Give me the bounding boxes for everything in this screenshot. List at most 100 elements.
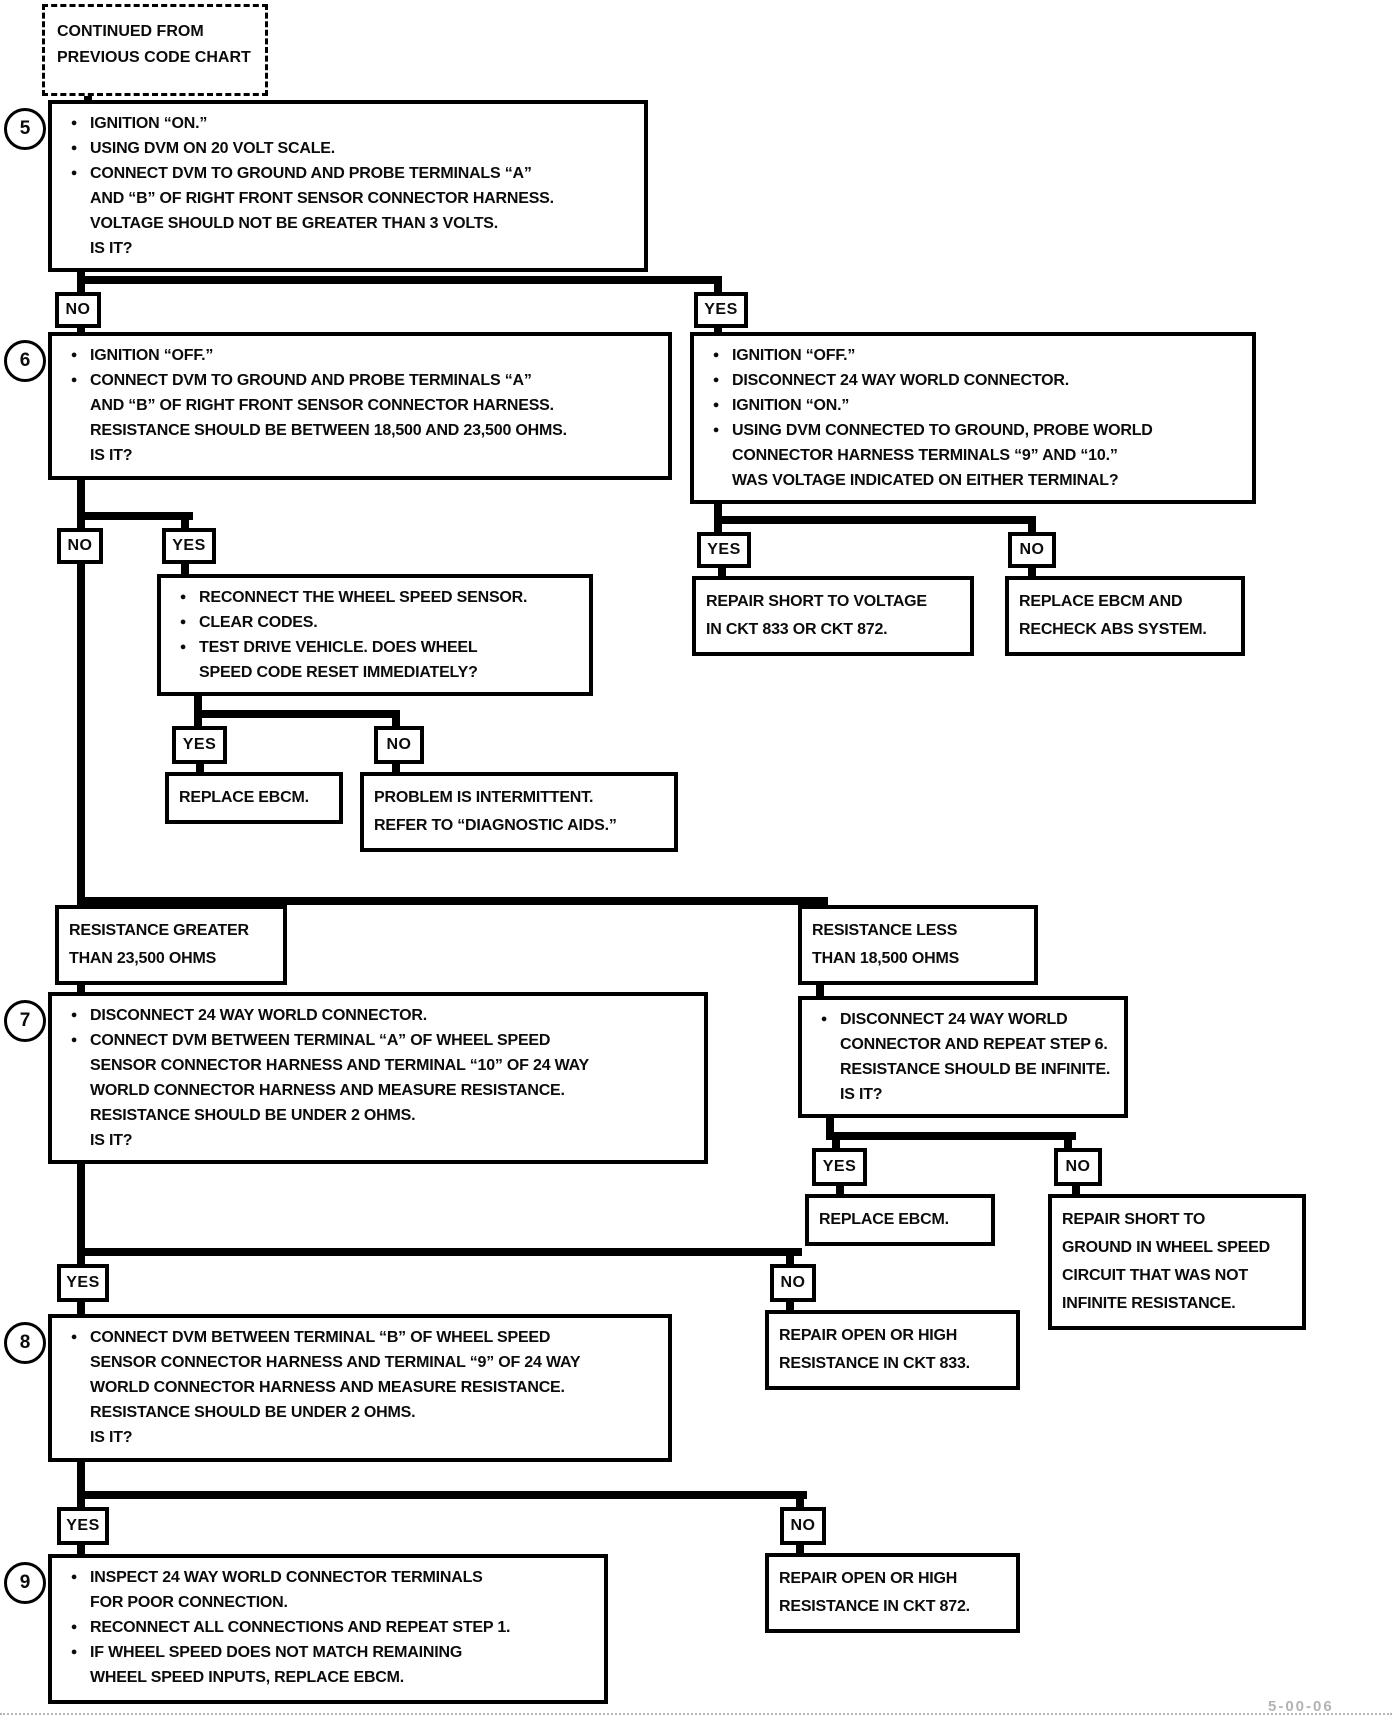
connector-line: [77, 480, 85, 520]
text-line: INFINITE RESISTANCE.: [1062, 1295, 1236, 1312]
repair-ckt872-box: REPAIR OPEN OR HIGH RESISTANCE IN CKT 87…: [765, 1553, 1020, 1633]
bullet-spacer: [808, 1057, 840, 1082]
no-label: NO: [790, 1517, 816, 1534]
step-9-box: ●INSPECT 24 WAY WORLD CONNECTOR TERMINAL…: [48, 1554, 608, 1704]
connector-line: [77, 328, 85, 332]
yes-branch-tag-reconnect: YES: [172, 726, 227, 764]
text-line: IN CKT 833 OR CKT 872.: [706, 621, 888, 638]
bullet-icon: ●: [70, 1331, 78, 1343]
bullet-icon: ●: [70, 167, 78, 179]
text-line: THAN 18,500 OHMS: [812, 950, 960, 967]
step-number-label: 9: [19, 1572, 31, 1593]
connector-line: [1072, 1186, 1080, 1194]
yes-label: YES: [707, 541, 741, 558]
connector-line: [77, 272, 85, 278]
text-line: RESISTANCE SHOULD BE UNDER 2 OHMS.: [90, 1107, 416, 1124]
text-line: AND “B” OF RIGHT FRONT SENSOR CONNECTOR …: [90, 397, 554, 414]
connector-line: [181, 520, 189, 528]
connector-line: [714, 516, 1036, 524]
text-line: RESISTANCE SHOULD BE INFINITE.: [840, 1061, 1111, 1078]
text-line: WHEEL SPEED INPUTS, REPLACE EBCM.: [90, 1669, 405, 1686]
bullet-icon: ●: [70, 1646, 78, 1658]
text-line: IGNITION “ON.”: [732, 397, 850, 414]
bullet-icon: ●: [70, 142, 78, 154]
connector-line: [832, 1140, 840, 1148]
text-line: RECHECK ABS SYSTEM.: [1019, 621, 1207, 638]
connector-line: [816, 985, 824, 996]
resistance-greater-box: RESISTANCE GREATER THAN 23,500 OHMS: [55, 905, 287, 985]
continued-from-box: CONTINUED FROM PREVIOUS CODE CHART: [42, 4, 268, 96]
text-line: RESISTANCE GREATER: [69, 922, 249, 939]
bullet-icon: ●: [70, 374, 78, 386]
text-line: REPLACE EBCM.: [179, 789, 309, 806]
no-label: NO: [780, 1274, 806, 1291]
connector-line: [714, 504, 722, 516]
text-line: GROUND IN WHEEL SPEED: [1062, 1239, 1270, 1256]
connector-line: [1064, 1140, 1072, 1148]
bullet-spacer: [58, 1103, 90, 1128]
bullet-icon: ●: [70, 1034, 78, 1046]
connector-line: [77, 1499, 85, 1507]
text-line: IS IT?: [90, 447, 133, 464]
text-line: CLEAR CODES.: [199, 614, 318, 631]
no-branch-tag-step8: NO: [780, 1507, 826, 1545]
bullet-spacer: [58, 1400, 90, 1425]
connector-line: [796, 1499, 804, 1507]
text-line: CIRCUIT THAT WAS NOT: [1062, 1267, 1248, 1284]
step-6-number: 6: [4, 340, 46, 382]
text-line: REPLACE EBCM AND: [1019, 593, 1183, 610]
no-label: NO: [386, 736, 412, 753]
no-label: NO: [1065, 1158, 1091, 1175]
connector-line: [826, 1132, 1076, 1140]
no-branch-tag-step6: NO: [57, 528, 103, 564]
connector-line: [181, 564, 189, 574]
text-line: CONNECTOR AND REPEAT STEP 6.: [840, 1036, 1108, 1053]
connector-line: [796, 1545, 804, 1553]
no-branch-tag-step7: NO: [770, 1264, 816, 1302]
text-line: RESISTANCE LESS: [812, 922, 958, 939]
connector-line: [786, 1256, 794, 1264]
bullet-spacer: [808, 1032, 840, 1057]
bullet-icon: ●: [70, 1571, 78, 1583]
no-label: NO: [65, 301, 91, 318]
resistance-less-box: RESISTANCE LESS THAN 18,500 OHMS: [798, 905, 1038, 985]
step-9-number: 9: [4, 1562, 46, 1604]
connector-line: [77, 1256, 85, 1264]
bullet-spacer: [58, 1078, 90, 1103]
text-line: IS IT?: [840, 1086, 883, 1103]
connector-line: [77, 284, 85, 292]
step-number-label: 8: [19, 1332, 31, 1353]
connector-line: [77, 985, 85, 992]
step-number-label: 6: [19, 350, 31, 371]
no-branch-tag-reconnect: NO: [374, 726, 424, 764]
bullet-icon: ●: [70, 349, 78, 361]
text-line: REPAIR OPEN OR HIGH: [779, 1327, 958, 1344]
bullet-spacer: [58, 1665, 90, 1690]
bullet-icon: ●: [712, 424, 720, 436]
text-line: WAS VOLTAGE INDICATED ON EITHER TERMINAL…: [732, 472, 1119, 489]
connector-line: [77, 1545, 85, 1554]
page-footer: 5-00-06: [1268, 1698, 1334, 1715]
connector-line: [1028, 524, 1036, 532]
bullet-icon: ●: [712, 349, 720, 361]
connector-line: [77, 276, 722, 284]
bullet-icon: ●: [70, 1009, 78, 1021]
page-edge-dots: [0, 1713, 1392, 1715]
repair-ckt833-box: REPAIR OPEN OR HIGH RESISTANCE IN CKT 83…: [765, 1310, 1020, 1390]
connector-line: [194, 710, 400, 718]
connector-line: [826, 1118, 834, 1140]
bullet-icon: ●: [179, 641, 187, 653]
bullet-spacer: [58, 211, 90, 236]
step-7-number: 7: [4, 1000, 46, 1042]
yes-branch-tag-step7: YES: [57, 1264, 109, 1302]
continued-line: CONTINUED FROM: [57, 23, 204, 40]
connector-line: [196, 764, 204, 772]
no-branch-tag-voltage: NO: [1008, 532, 1056, 568]
bullet-icon: ●: [712, 399, 720, 411]
text-line: IGNITION “OFF.”: [90, 347, 214, 364]
text-line: REPLACE EBCM.: [819, 1211, 949, 1228]
replace-ebcm-recheck-box: REPLACE EBCM AND RECHECK ABS SYSTEM.: [1005, 576, 1245, 656]
connector-line: [194, 718, 202, 726]
text-line: SPEED CODE RESET IMMEDIATELY?: [199, 664, 478, 681]
world-connector-voltage-box: ●IGNITION “OFF.” ●DISCONNECT 24 WAY WORL…: [690, 332, 1256, 504]
